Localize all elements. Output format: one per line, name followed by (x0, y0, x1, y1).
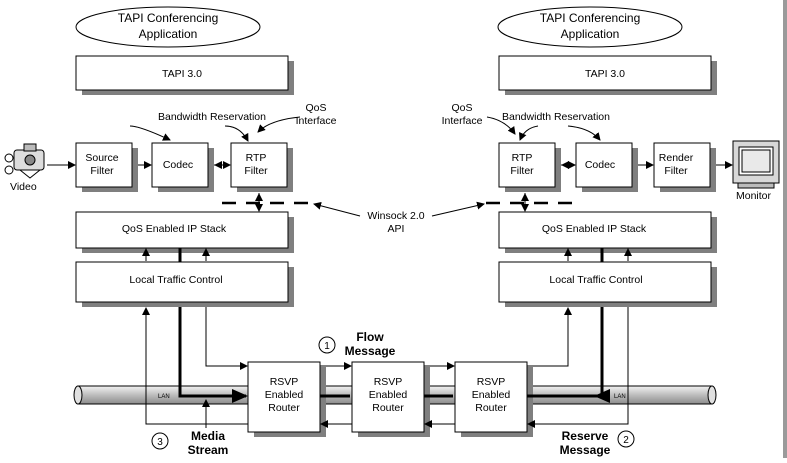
stack-traffic-links (142, 248, 632, 262)
monitor-label: Monitor (736, 190, 772, 202)
left-source-filter-line1: Source (85, 152, 118, 164)
router-2-line2: Enabled (369, 389, 408, 401)
right-traffic-control-box: Local Traffic Control (498, 261, 717, 307)
router-1: RSVP Enabled Router (247, 361, 326, 437)
right-codec-box: Codec (575, 142, 638, 192)
left-qos-stack-box: QoS Enabled IP Stack (75, 211, 294, 253)
right-edge-bar (783, 0, 787, 458)
right-render-filter-line2: Filter (664, 165, 688, 177)
lan-label-left: LAN (158, 394, 170, 400)
router-2-line3: Router (372, 402, 404, 414)
winsock-line1: Winsock 2.0 (367, 210, 424, 222)
left-qos-interface-line1: QoS (305, 102, 326, 114)
router-1-line1: RSVP (270, 376, 299, 388)
video-camera-icon (4, 143, 45, 179)
monitor-icon (732, 140, 780, 189)
step-2-number: 2 (623, 435, 629, 446)
right-app-line1: TAPI Conferencing (540, 11, 641, 25)
left-app-ellipse: TAPI Conferencing Application (75, 6, 261, 48)
reserve-label-line1: Reserve (562, 429, 609, 443)
right-bandwidth-label: Bandwidth Reservation (502, 111, 610, 123)
step-1-number: 1 (324, 341, 330, 352)
left-tapi-label: TAPI 3.0 (162, 68, 202, 80)
right-qos-stack-label: QoS Enabled IP Stack (542, 223, 647, 235)
left-source-filter-box: Source Filter (75, 142, 138, 192)
left-qos-interface-line2: Interface (296, 115, 337, 127)
router-2-line1: RSVP (374, 376, 403, 388)
step-2-marker: 2 (617, 430, 635, 448)
left-tapi-box: TAPI 3.0 (75, 55, 294, 95)
left-traffic-control-box: Local Traffic Control (75, 261, 294, 307)
left-bandwidth-label: Bandwidth Reservation (158, 111, 266, 123)
winsock-line2: API (388, 223, 405, 235)
bandwidth-arrows (129, 116, 601, 142)
flow-label-line2: Message (345, 344, 396, 358)
right-render-filter-line1: Render (659, 152, 694, 164)
flow-label-line1: Flow (356, 330, 384, 344)
right-app-line2: Application (561, 27, 620, 41)
right-qos-stack-box: QoS Enabled IP Stack (498, 211, 717, 253)
step-3-number: 3 (157, 437, 163, 448)
media-label-line1: Media (191, 429, 225, 443)
left-codec-box: Codec (151, 142, 214, 192)
right-app-ellipse: TAPI Conferencing Application (497, 6, 683, 48)
right-qos-interface-line2: Interface (442, 115, 483, 127)
video-label: Video (10, 181, 37, 193)
router-1-line2: Enabled (265, 389, 304, 401)
router-3-line2: Enabled (472, 389, 511, 401)
left-rtp-filter-line1: RTP (246, 152, 267, 164)
step-1-marker: 1 (318, 336, 336, 354)
left-traffic-control-label: Local Traffic Control (129, 274, 222, 286)
left-codec-label: Codec (163, 159, 193, 171)
media-stream-path (178, 307, 610, 403)
right-qos-interface-line1: QoS (451, 102, 472, 114)
router-2: RSVP Enabled Router (351, 361, 430, 437)
reserve-label-line2: Message (560, 443, 611, 457)
flow-message-path (205, 307, 572, 370)
left-source-filter-line2: Filter (90, 165, 114, 177)
right-codec-label: Codec (585, 159, 615, 171)
right-tapi-box: TAPI 3.0 (498, 55, 717, 95)
reserve-message-path (142, 307, 629, 428)
router-1-line3: Router (268, 402, 300, 414)
router-3-line1: RSVP (477, 376, 506, 388)
step-3-marker: 3 (151, 432, 169, 450)
media-label-line2: Stream (188, 443, 229, 457)
router-3-line3: Router (475, 402, 507, 414)
right-traffic-control-label: Local Traffic Control (549, 274, 642, 286)
left-app-line1: TAPI Conferencing (118, 11, 219, 25)
right-rtp-filter-line1: RTP (512, 152, 533, 164)
left-rtp-filter-box: RTP Filter (230, 142, 293, 192)
left-rtp-filter-line2: Filter (244, 165, 268, 177)
media-stream-arrowhead (594, 389, 610, 403)
left-app-line2: Application (139, 27, 198, 41)
winsock-boundary (222, 201, 582, 217)
router-3: RSVP Enabled Router (454, 361, 533, 437)
right-tapi-label: TAPI 3.0 (585, 68, 625, 80)
right-rtp-filter-box: RTP Filter (498, 142, 561, 192)
right-render-filter-box: Render Filter (653, 142, 716, 192)
left-qos-stack-label: QoS Enabled IP Stack (122, 223, 227, 235)
lan-label-right: LAN (614, 394, 626, 400)
right-rtp-filter-line2: Filter (510, 165, 534, 177)
